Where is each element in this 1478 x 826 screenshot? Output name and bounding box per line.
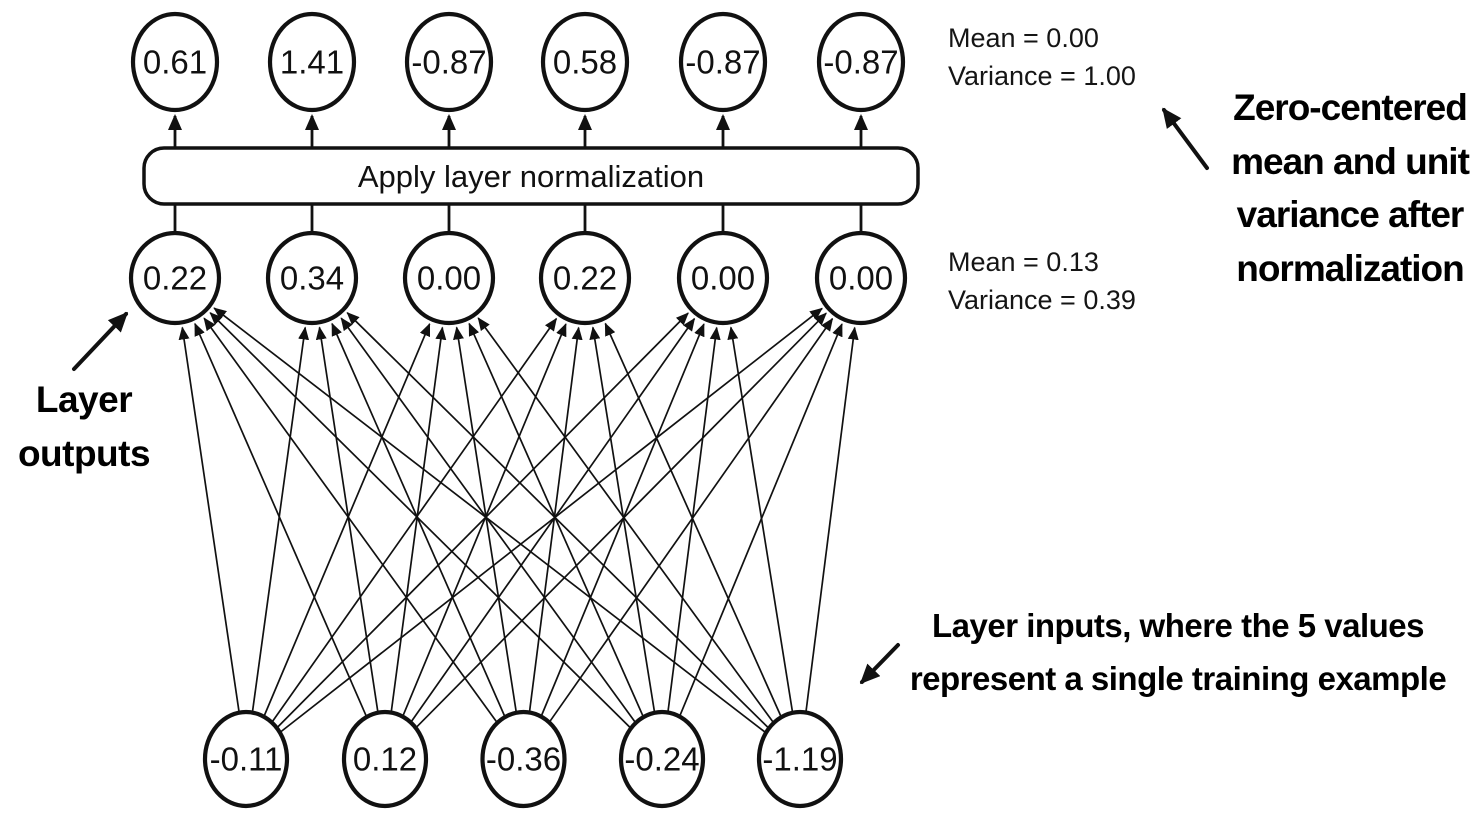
normalized-node-circle <box>267 11 357 113</box>
layer-output-nodes: 0.22 0.34 0.00 0.22 0.00 0.00 <box>128 230 908 326</box>
layer-input-nodes: -0.11 0.12 -0.36 -0.24 -1.19 <box>202 709 844 809</box>
normalized-node-circle <box>404 11 494 113</box>
connection-line <box>604 322 782 717</box>
connection-line <box>194 322 368 717</box>
connection-line <box>203 317 498 723</box>
input-node-circle <box>480 709 567 809</box>
connection-line <box>178 326 240 712</box>
output-node-value: 0.00 <box>417 260 481 297</box>
connection-line <box>315 326 379 712</box>
connection-line <box>271 317 558 723</box>
connection-line <box>453 326 518 712</box>
box-to-normalized-arrows <box>168 114 868 147</box>
output-node-circle <box>676 230 770 326</box>
connection-line <box>276 312 689 728</box>
output-node-circle <box>402 230 496 326</box>
input-node-circle <box>341 709 429 809</box>
connection-line <box>468 322 644 717</box>
input-node-value: -1.19 <box>762 741 837 778</box>
connection-line <box>415 312 827 728</box>
stat-variance-after: Variance = 1.00 <box>948 61 1136 91</box>
annotation-zero-centered-line1: Zero-centered <box>1233 87 1467 128</box>
normalized-node-circle <box>130 11 220 113</box>
normalized-node-circle <box>816 11 906 113</box>
input-node-circle <box>202 709 290 809</box>
annotation-zero-centered-line4: normalization <box>1236 248 1464 289</box>
annotation-layer-outputs-line2: outputs <box>18 433 150 474</box>
output-node-value: 0.00 <box>829 260 893 297</box>
connection-line <box>263 323 431 717</box>
input-node-circle <box>756 709 844 809</box>
annotation-layer-inputs-line1: Layer inputs, where the 5 values <box>932 607 1424 644</box>
input-to-output-connections <box>178 307 859 733</box>
normalized-node-value: 1.41 <box>280 44 344 81</box>
stat-variance-before: Variance = 0.39 <box>948 285 1136 315</box>
output-node-value: 0.22 <box>553 260 617 297</box>
connection-line <box>477 317 774 723</box>
output-node-value: 0.00 <box>691 260 755 297</box>
normalized-node-value: 0.58 <box>553 44 617 81</box>
stat-mean-after: Mean = 0.00 <box>948 23 1099 53</box>
output-node-value: 0.22 <box>143 260 207 297</box>
input-node-value: -0.36 <box>486 741 561 778</box>
normalized-node-circle <box>678 11 768 113</box>
connection-line <box>540 323 705 716</box>
normalized-node-value: 0.61 <box>143 44 207 81</box>
input-node-circle <box>618 709 706 809</box>
input-node-value: -0.11 <box>210 741 283 778</box>
layer-outputs-arrow <box>72 311 129 371</box>
output-node-circle <box>265 230 359 326</box>
normalized-node-value: -0.87 <box>685 44 760 81</box>
input-node-value: -0.24 <box>624 741 699 778</box>
connection-line <box>251 326 310 712</box>
connection-line <box>213 307 766 733</box>
stat-mean-before: Mean = 0.13 <box>948 247 1099 277</box>
output-node-circle <box>128 230 222 326</box>
connection-line <box>209 312 631 729</box>
output-node-value: 0.34 <box>280 260 344 297</box>
normalized-node-circle <box>540 11 630 113</box>
normalized-node-value: -0.87 <box>411 44 486 81</box>
connection-line <box>528 326 583 712</box>
normalization-box-label: Apply layer normalization <box>358 159 704 194</box>
connection-line <box>340 317 636 723</box>
connection-line <box>727 326 794 712</box>
connection-line <box>280 307 823 733</box>
connection-line <box>589 326 656 712</box>
annotation-layer-outputs-line1: Layer <box>36 379 132 420</box>
output-to-box-stub-lines <box>173 204 863 235</box>
connection-line <box>410 317 696 723</box>
connection-line <box>390 326 447 712</box>
annotation-zero-centered-line3: variance after <box>1237 194 1464 235</box>
annotation-zero-centered-line2: mean and unit <box>1231 141 1469 182</box>
connection-line <box>346 312 769 729</box>
input-node-value: 0.12 <box>353 741 417 778</box>
normalized-node-value: -0.87 <box>823 44 898 81</box>
output-node-circle <box>538 230 632 326</box>
connection-line <box>805 326 859 712</box>
annotation-layer-inputs-line2: represent a single training example <box>910 660 1447 697</box>
normalization-box <box>142 146 920 206</box>
normalized-output-nodes: 0.61 1.41 -0.87 0.58 -0.87 -0.87 <box>130 11 906 113</box>
output-node-circle <box>814 230 908 326</box>
zero-centered-arrow <box>1162 107 1209 170</box>
connection-line <box>402 323 567 716</box>
layer-inputs-arrow <box>859 643 900 685</box>
connection-line <box>549 317 834 723</box>
connection-line <box>331 322 506 717</box>
